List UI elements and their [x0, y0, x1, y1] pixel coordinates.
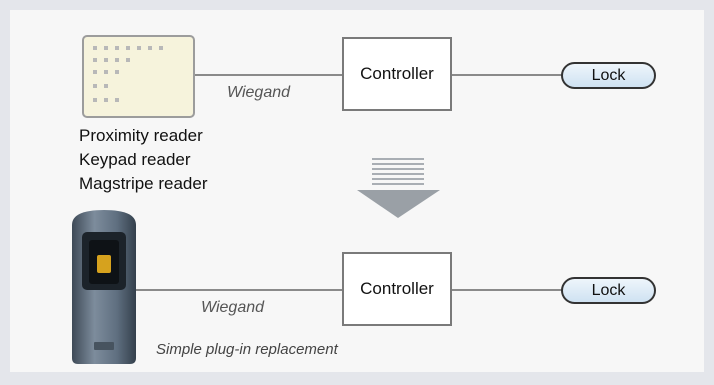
top-lock-label: Lock	[591, 66, 626, 84]
reader-label-magstripe: Magstripe reader	[79, 174, 208, 193]
legacy-reader-icon	[82, 35, 195, 118]
bottom-lock-label: Lock	[591, 281, 626, 299]
bottom-wire-reader	[136, 289, 343, 291]
top-wire-lock	[451, 74, 563, 76]
replacement-note: Simple plug-in replacement	[156, 341, 338, 358]
reader-label-keypad: Keypad reader	[79, 150, 191, 169]
top-lock: Lock	[561, 62, 656, 89]
bottom-wire-lock	[451, 289, 563, 291]
top-controller-label: Controller	[360, 64, 434, 83]
bottom-wire-label: Wiegand	[201, 299, 265, 316]
bottom-controller-label: Controller	[360, 279, 434, 298]
down-arrow-icon	[357, 158, 440, 218]
top-controller-box: Controller	[342, 37, 452, 111]
reader-label-proximity: Proximity reader	[79, 126, 203, 145]
top-wire-label: Wiegand	[227, 84, 291, 101]
bottom-lock: Lock	[561, 277, 656, 304]
biometric-reader-icon	[72, 210, 136, 364]
top-wire-reader	[195, 74, 343, 76]
bottom-controller-box: Controller	[342, 252, 452, 326]
reader-type-list: Proximity reader Keypad reader Magstripe…	[79, 124, 208, 196]
